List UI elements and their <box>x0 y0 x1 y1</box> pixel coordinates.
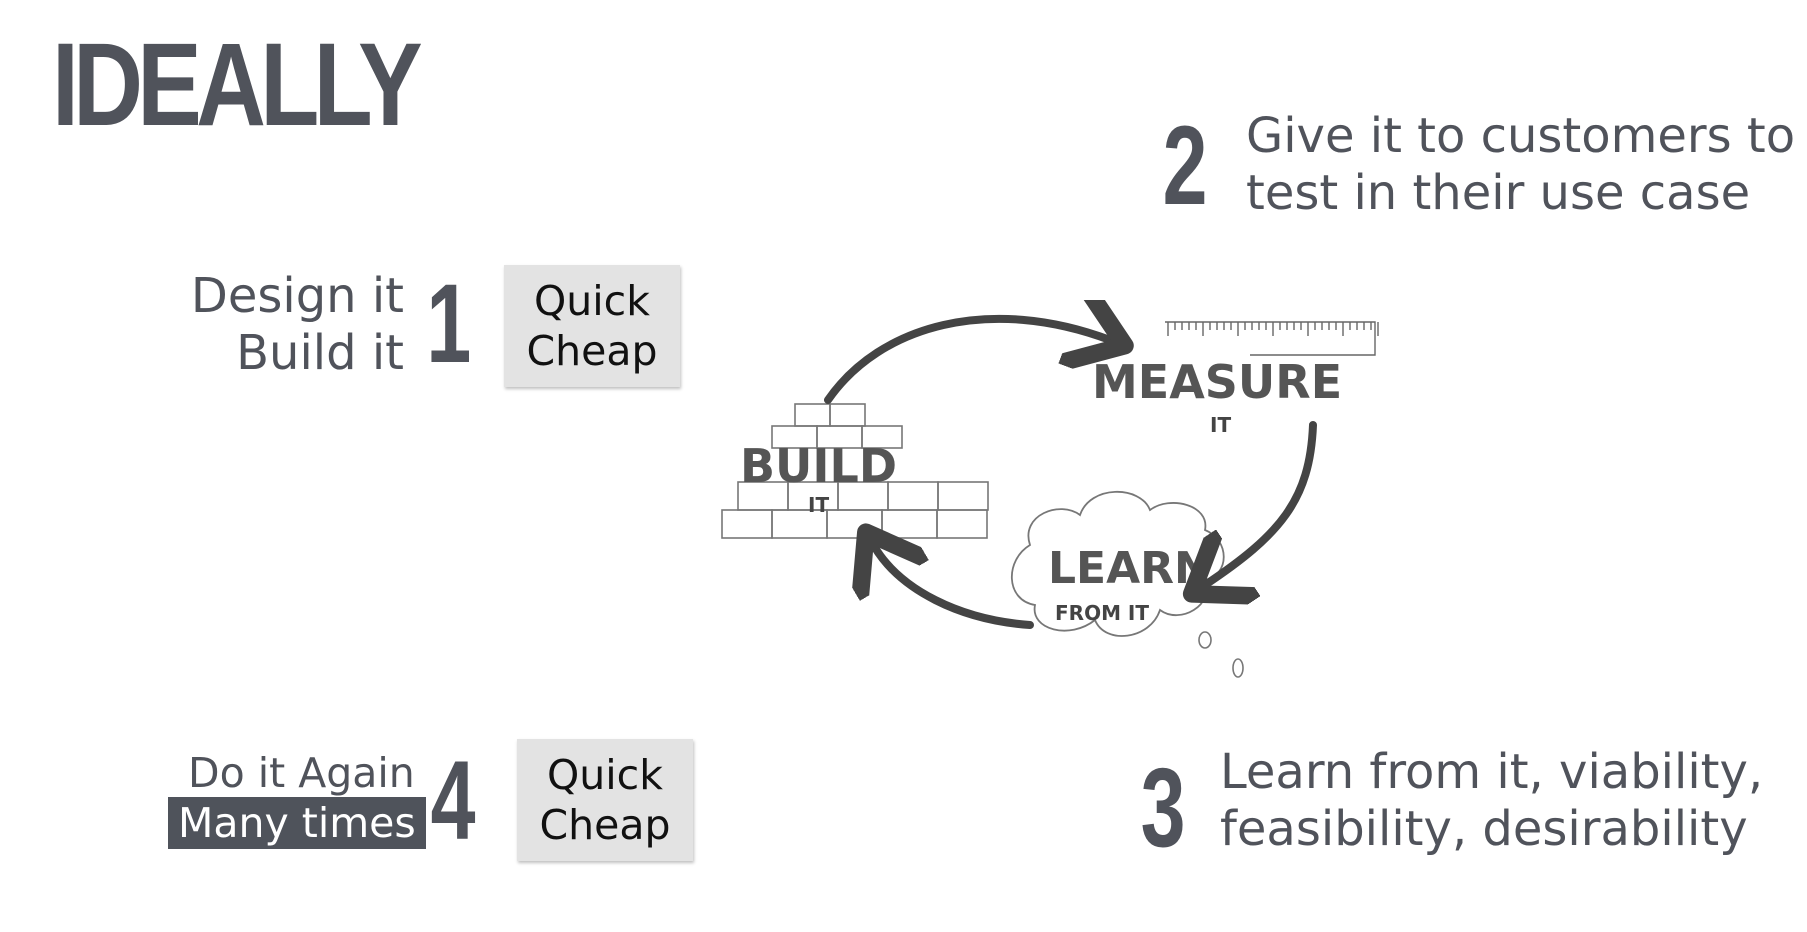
step-1-line-2: Build it <box>236 325 404 381</box>
step-4-badge-quick: Quick <box>547 751 663 799</box>
learn-sub-label: FROM IT <box>1055 601 1149 625</box>
step-3-line-1: Learn from it, viability, <box>1220 744 1764 800</box>
step-3-text: Learn from it, viability, feasibility, d… <box>1220 744 1763 858</box>
step-3-number: 3 <box>1140 745 1186 870</box>
step-1-number: 1 <box>426 261 472 386</box>
build-sub-label: IT <box>808 493 829 517</box>
step-2-line-1: Give it to customers to <box>1246 108 1796 164</box>
build-measure-learn-cycle: BUILD IT MEASURE IT LEARN FROM IT <box>721 300 1379 678</box>
page-title: IDEALLY <box>52 19 423 151</box>
thought-bubble-tiny-icon <box>1232 658 1244 678</box>
arrow-measure-to-learn <box>1205 421 1317 585</box>
measure-label: MEASURE <box>1092 355 1342 409</box>
measure-sub-label: IT <box>1210 413 1231 437</box>
step-3-line-2: feasibility, desirability <box>1220 801 1748 857</box>
step-4-badge: Quick Cheap <box>517 739 693 861</box>
step-2-text: Give it to customers to test in their us… <box>1246 108 1795 222</box>
arrow-learn-to-build <box>874 546 1034 629</box>
step-4-banner: Many times <box>168 797 426 849</box>
step-4-number: 4 <box>430 738 476 863</box>
step-1-text: Design it Build it <box>150 268 404 382</box>
ruler-icon <box>1165 321 1379 356</box>
learn-label: LEARN <box>1048 543 1211 594</box>
build-label: BUILD <box>740 439 897 493</box>
step-2-line-2: test in their use case <box>1246 165 1751 221</box>
step-4-line-1: Do it Again <box>188 749 415 797</box>
arrow-build-to-measure <box>824 319 1110 404</box>
step-1-badge-cheap: Cheap <box>526 327 658 375</box>
step-1-line-1: Design it <box>190 268 404 324</box>
thought-bubble-small-icon <box>1198 631 1212 649</box>
step-1-badge: Quick Cheap <box>504 265 680 387</box>
step-1-badge-quick: Quick <box>534 277 650 325</box>
step-4-badge-cheap: Cheap <box>539 801 671 849</box>
step-2-number: 2 <box>1162 103 1208 228</box>
